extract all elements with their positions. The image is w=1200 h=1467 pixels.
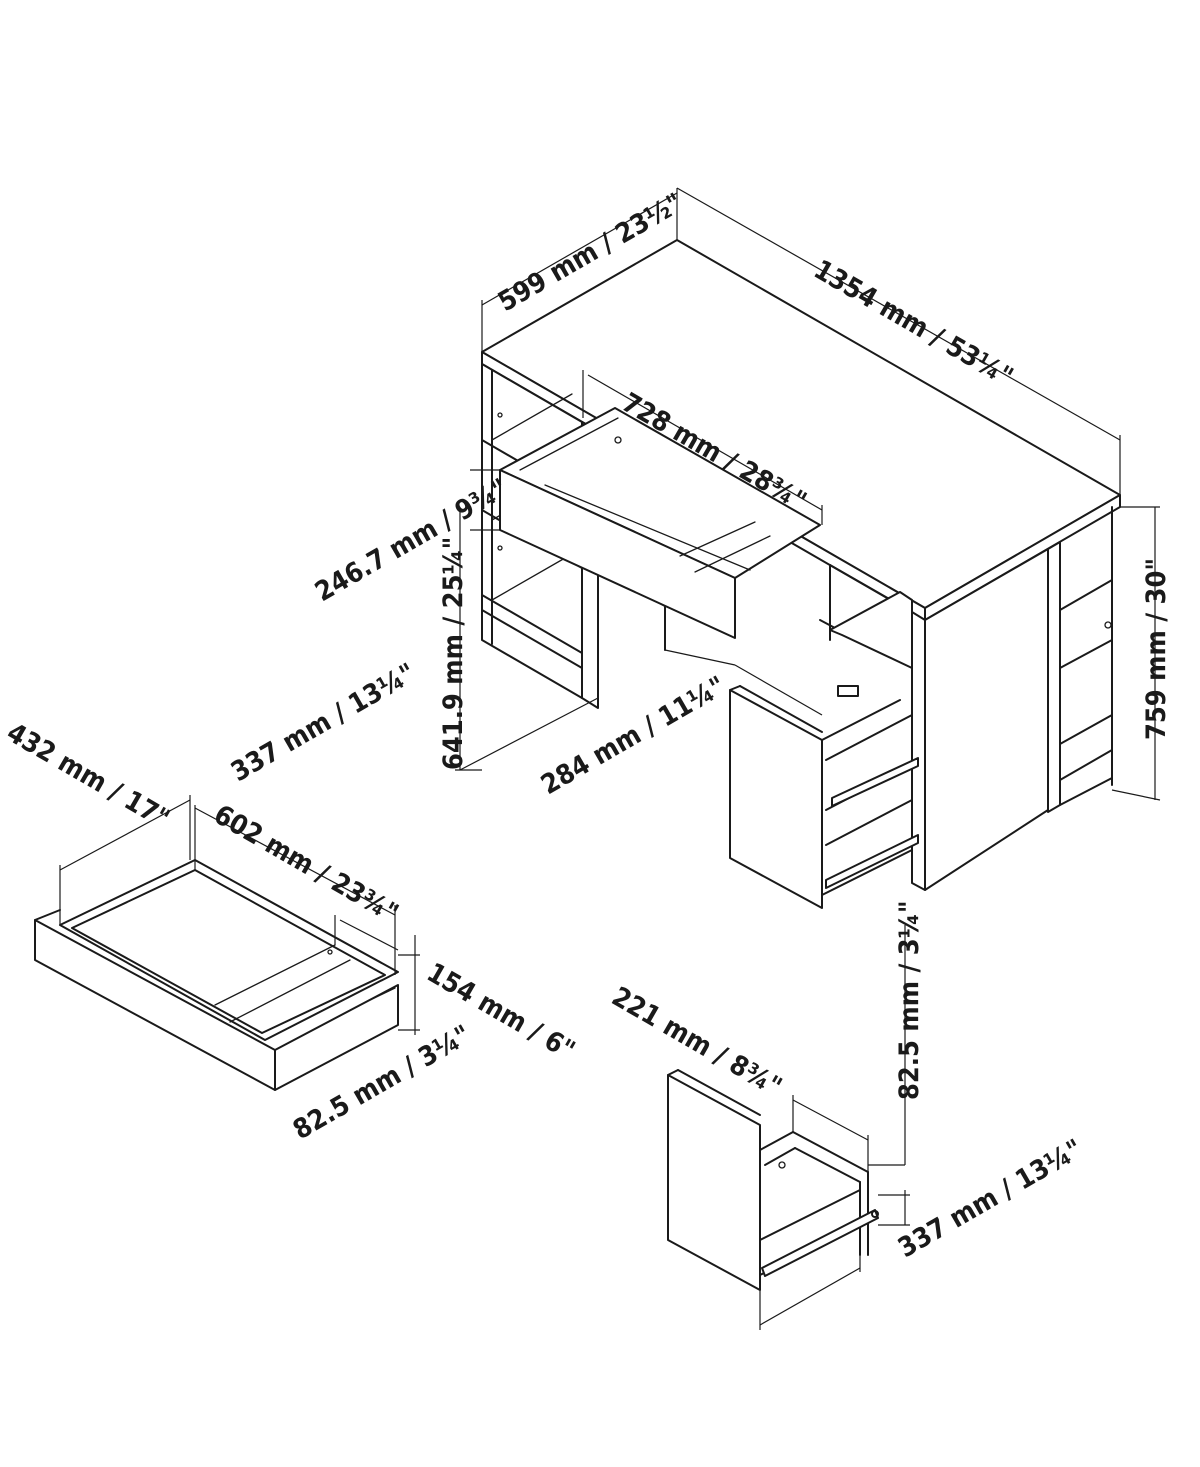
label-file-drawer-depth: 337 mm / 13¼" (893, 1134, 1088, 1264)
keyboard-drawer-drawing (34, 859, 399, 1091)
desk-drawing (481, 239, 1121, 909)
label-file-drawer-width: 221 mm / 8¾" (607, 981, 787, 1103)
label-drawer-inner-depth: 337 mm / 13¼" (226, 658, 421, 788)
file-drawer-drawing (667, 1069, 879, 1291)
label-drawer-depth: 432 mm / 17" (2, 717, 175, 835)
label-file-door-width: 284 mm / 11¼" (536, 671, 731, 801)
keyboard-drawer-dimension-lines (59, 795, 420, 1035)
label-height: 759 mm / 30" (1141, 558, 1172, 740)
desk-dimension-lines (455, 187, 1161, 801)
file-drawer-dimension-lines (759, 925, 910, 1330)
label-kneespace-height: 641.9 mm / 25¼" (438, 537, 469, 770)
label-file-drawer-inner-height: 82.5 mm / 3¼" (894, 901, 925, 1101)
